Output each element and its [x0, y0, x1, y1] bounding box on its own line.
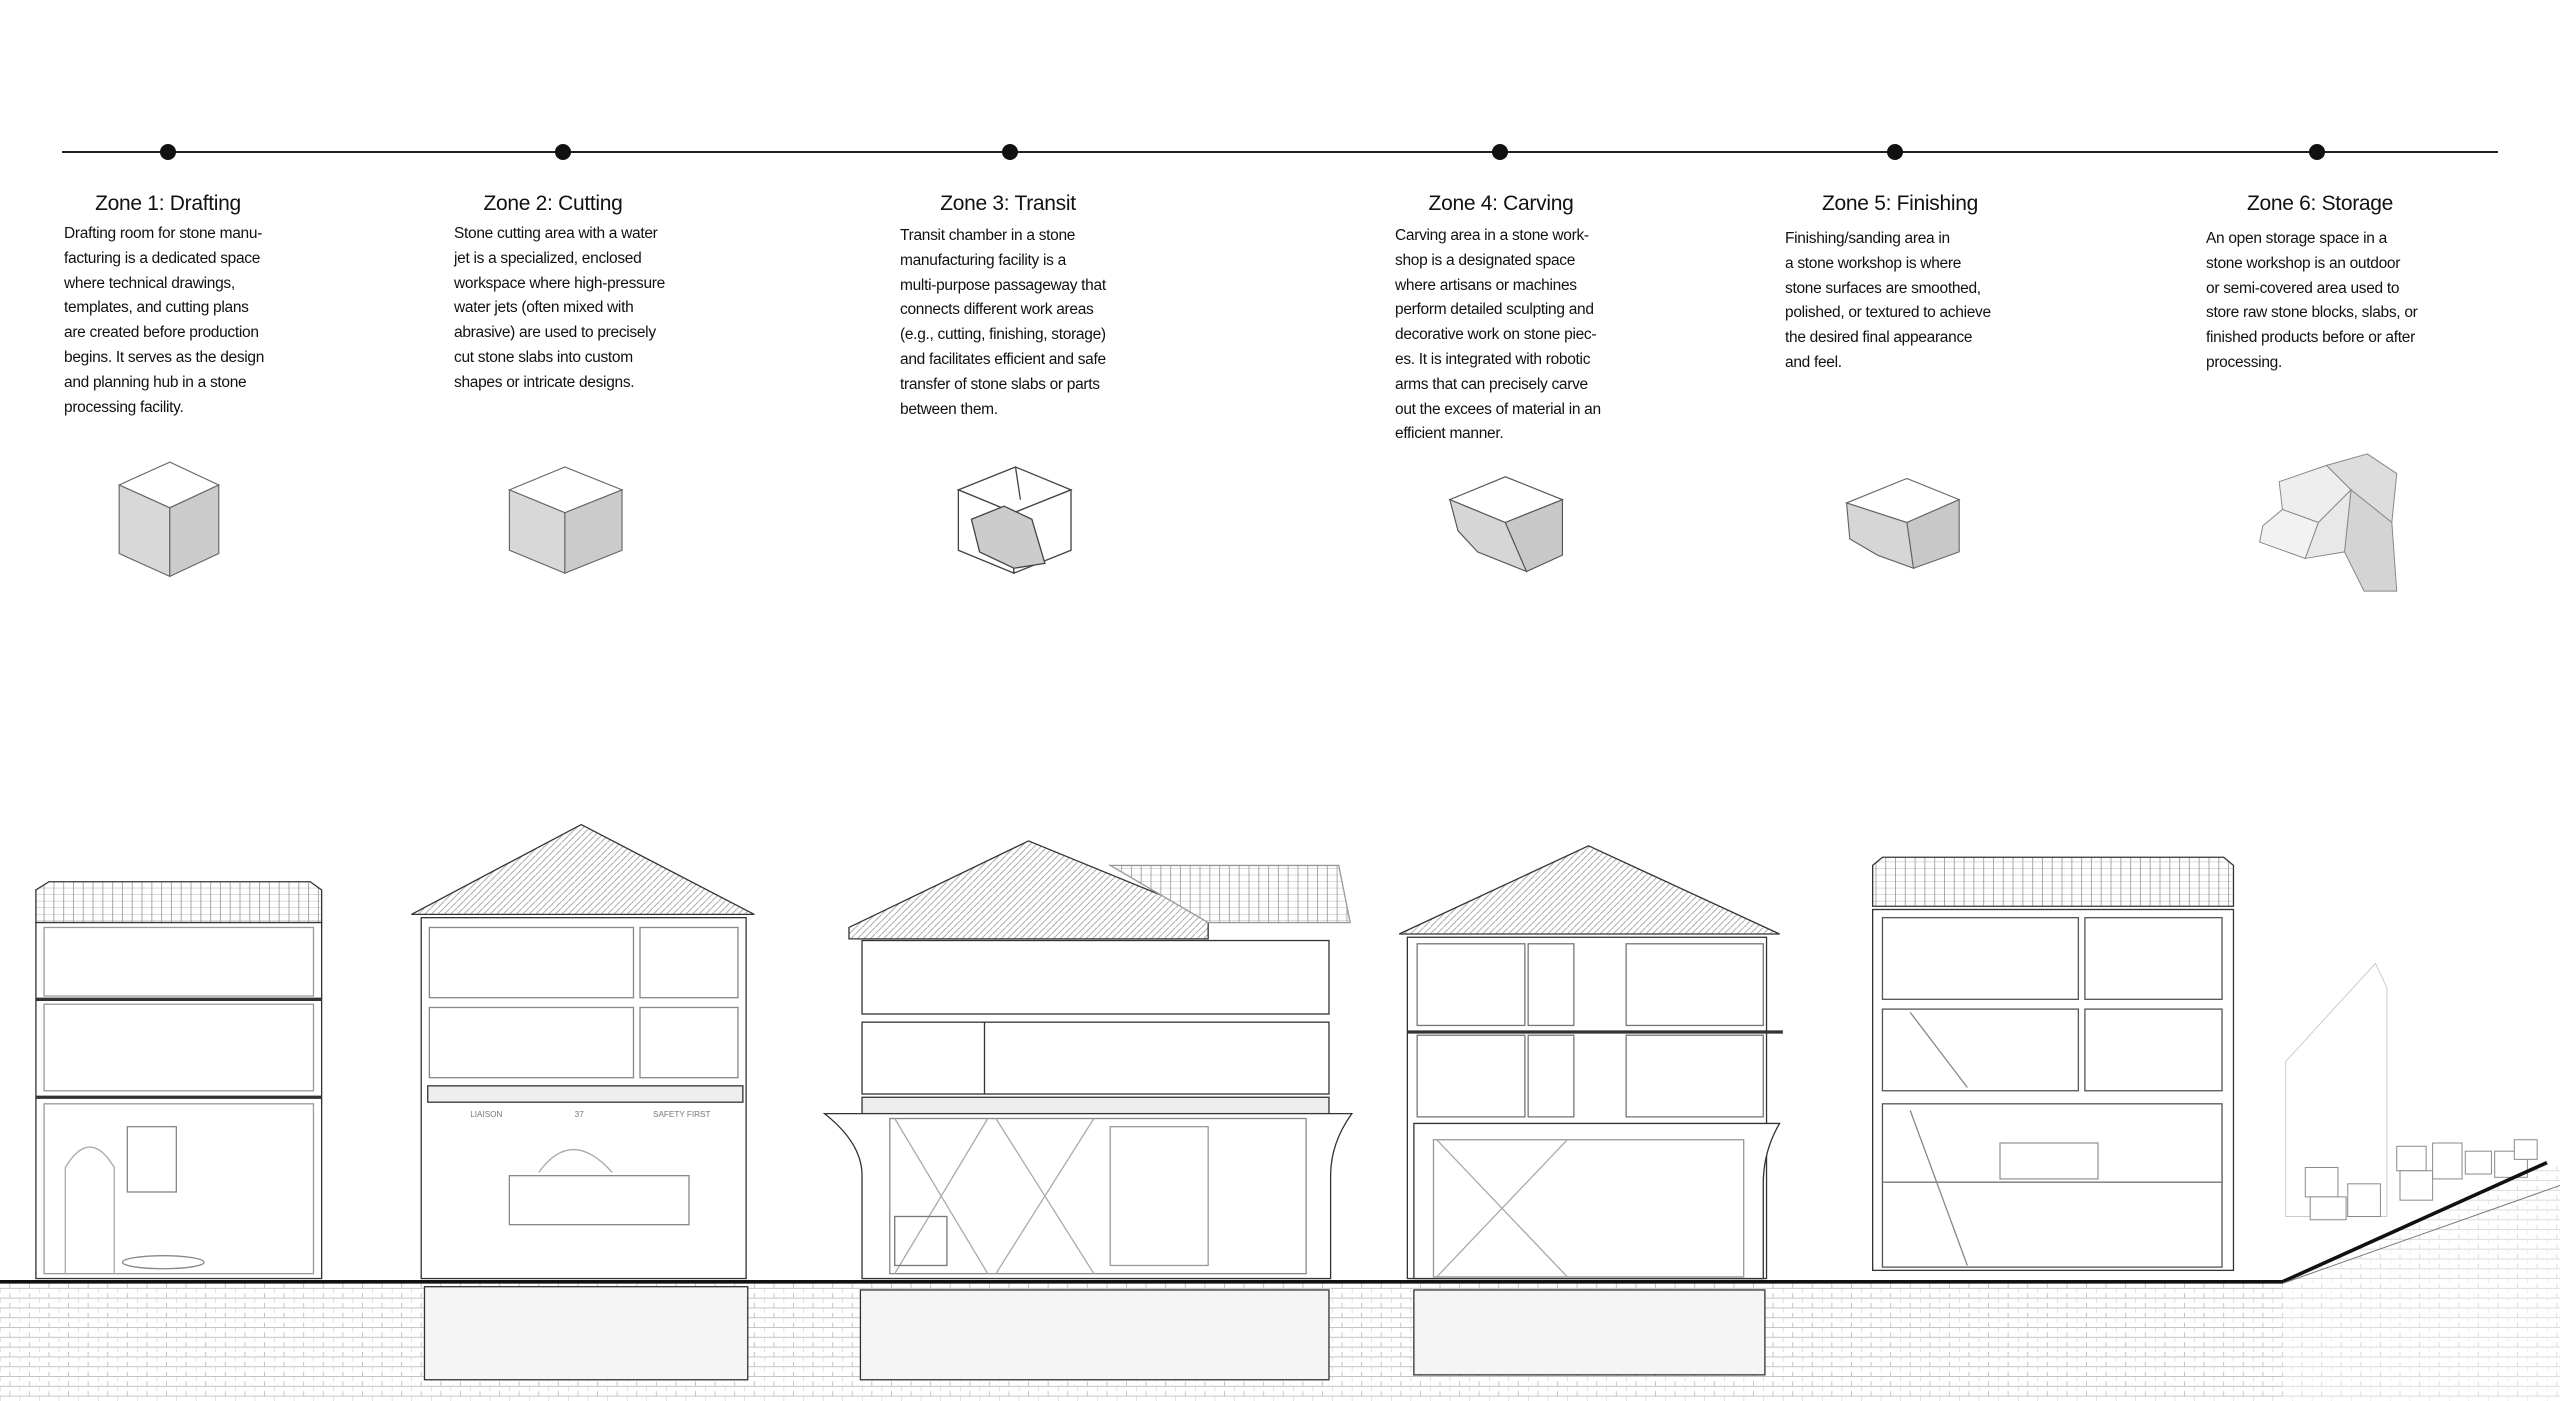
storage-yard-zone-6: [2285, 962, 2538, 1221]
stone-block-icon-zone-5: [1844, 477, 1961, 570]
zone-2-title: Zone 2: Cutting: [483, 192, 623, 215]
zone-1-title: Zone 1: Drafting: [95, 192, 241, 215]
zone-4-description: Carving area in a stone work-shop is a d…: [1395, 227, 1601, 443]
timeline-dot-zone-4: [1492, 144, 1508, 160]
zone-3-title: Zone 3: Transit: [940, 192, 1076, 215]
stone-block-icon-zone-6: [2259, 453, 2398, 592]
svg-text:SAFETY FIRST: SAFETY FIRST: [653, 1110, 710, 1119]
timeline-line: [62, 151, 2498, 153]
ground-line: [0, 1160, 2548, 1284]
zone-5-title: Zone 5: Finishing: [1822, 192, 1978, 215]
timeline-dot-zone-2: [555, 144, 571, 160]
timeline-dot-zone-5: [1887, 144, 1903, 160]
timeline-dot-zone-6: [2309, 144, 2325, 160]
stone-block-icon-zone-4: [1448, 476, 1564, 573]
stone-block-icon-zone-2: [507, 466, 624, 574]
building-zone-3-transit: [822, 840, 1354, 1381]
building-zone-5-finishing: [1872, 856, 2235, 1272]
svg-text:LIAISON: LIAISON: [470, 1110, 502, 1119]
stone-block-icon-zone-1: [117, 461, 221, 578]
stone-block-icon-zone-3: [956, 466, 1073, 575]
building-zone-4-carving: [1398, 845, 1783, 1376]
zone-1-description: Drafting room for stone manu-facturing i…: [64, 225, 265, 416]
zone-6-title: Zone 6: Storage: [2246, 192, 2394, 215]
timeline-dot-zone-3: [1002, 144, 1018, 160]
building-zone-2-cutting: LIAISON 37 SAFETY FIRST: [411, 823, 755, 1381]
timeline-dot-zone-1: [160, 144, 176, 160]
building-zone-1-drafting: [35, 881, 323, 1280]
zone-4-title: Zone 4: Carving: [1428, 192, 1574, 215]
svg-text:37: 37: [575, 1110, 585, 1119]
